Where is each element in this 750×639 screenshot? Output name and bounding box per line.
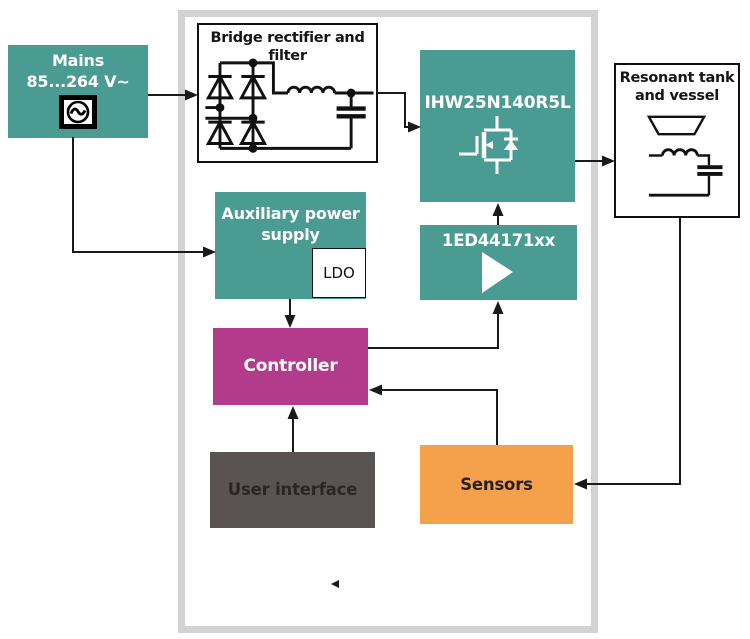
block-mains: Mains 85...264 V~ xyxy=(8,45,148,138)
user-interface-label: User interface xyxy=(227,480,358,500)
controller-label: Controller xyxy=(243,356,338,377)
aux-supply-label-line1: Auxiliary power xyxy=(221,204,360,223)
block-igbt: IHW25N140R5L xyxy=(420,50,575,202)
sensors-label: Sensors xyxy=(460,474,533,494)
block-sensors: Sensors xyxy=(420,445,573,524)
block-aux-supply: Auxiliary power supply LDO xyxy=(215,192,366,299)
resonant-tank-title-line2: and vessel xyxy=(635,88,719,105)
block-bridge-rectifier: Bridge rectifier and filter xyxy=(197,23,378,163)
block-resonant-tank: Resonant tank and vessel xyxy=(614,63,740,218)
ldo-label: LDO xyxy=(323,264,355,282)
mains-label-line2: 85...264 V~ xyxy=(26,71,130,91)
resonant-tank-circuit-icon xyxy=(646,115,723,197)
ac-source-icon xyxy=(59,94,97,129)
bridge-rectifier-circuit-icon xyxy=(205,58,374,153)
bridge-rectifier-title: Bridge rectifier and filter xyxy=(210,30,365,65)
line-tank-to-sensors xyxy=(586,218,681,485)
mains-label-line1: Mains xyxy=(51,51,105,70)
block-controller: Controller xyxy=(213,328,368,405)
amplifier-triangle-icon xyxy=(482,252,513,293)
block-user-interface: User interface xyxy=(210,452,375,528)
block-gate-driver: 1ED44171xx xyxy=(420,225,577,300)
ldo-sub-block: LDO xyxy=(312,248,366,298)
gate-driver-part-number: 1ED44171xx xyxy=(441,231,556,250)
igbt-part-number: IHW25N140R5L xyxy=(424,93,571,113)
resonant-tank-title-line1: Resonant tank xyxy=(619,70,735,86)
aux-supply-label-line2: supply xyxy=(261,224,320,244)
igbt-symbol-icon xyxy=(459,116,518,174)
